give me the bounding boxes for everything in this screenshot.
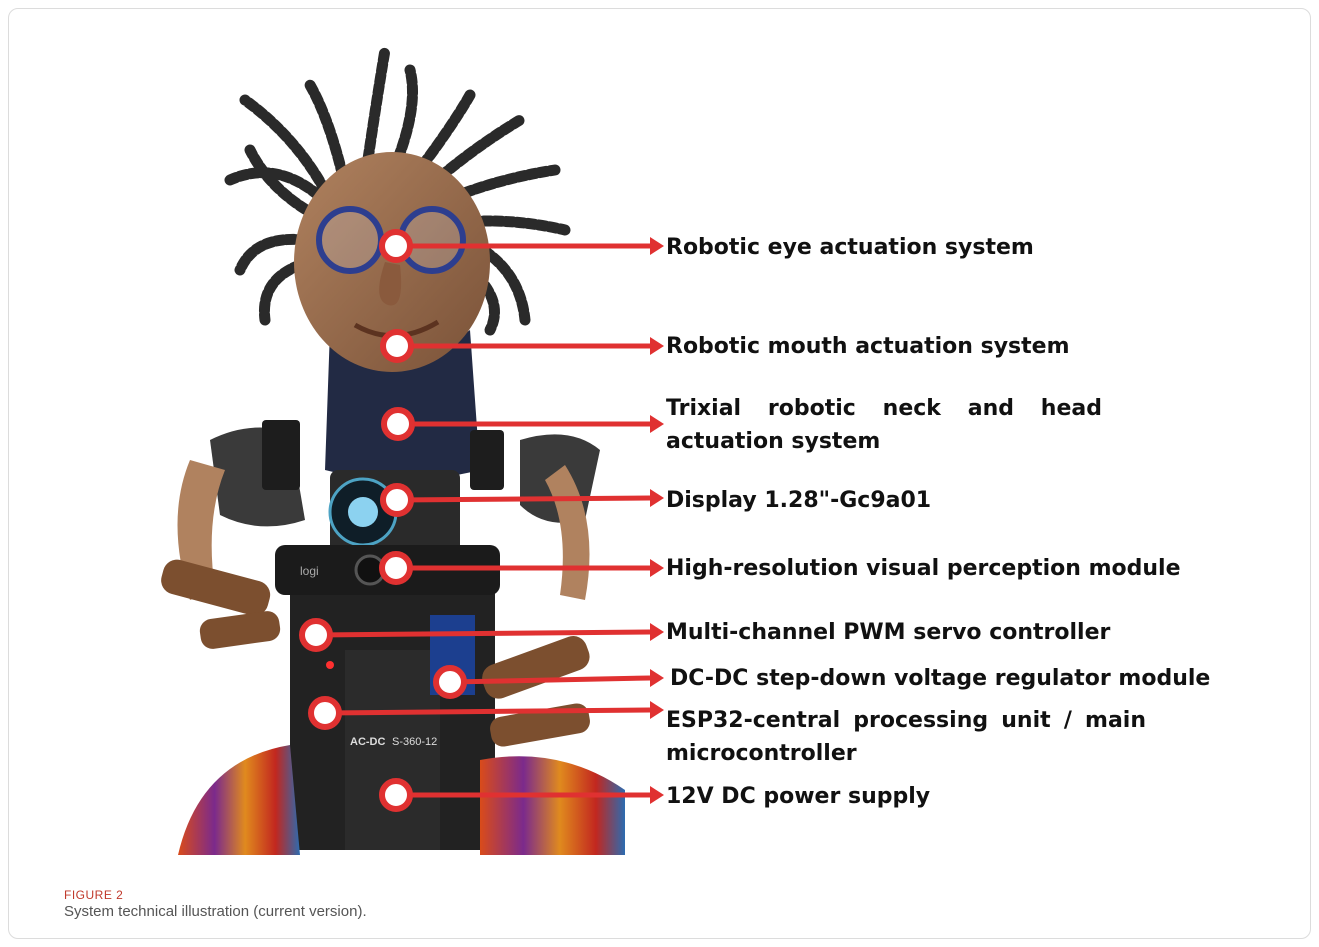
figure-label: FIGURE 2: [64, 888, 123, 902]
callout-camera: High-resolution visual perception module: [666, 552, 1181, 585]
callout-eye: Robotic eye actuation system: [666, 231, 1034, 264]
callout-marker-camera: [382, 554, 410, 582]
callout-psu: 12V DC power supply: [666, 780, 930, 813]
callout-marker-mouth: [383, 332, 411, 360]
callout-line-display: [397, 498, 650, 500]
callout-arrowhead-dcdc: [650, 669, 664, 687]
psu-model-text: S-360-12: [392, 736, 437, 748]
callout-arrowhead-neck: [650, 415, 664, 433]
callout-marker-psu: [382, 781, 410, 809]
callout-neck: Trixial robotic neck and head actuation …: [666, 392, 1102, 458]
psu-brand-text: AC-DC: [350, 736, 385, 748]
webcam-brand-text: logi: [300, 564, 319, 578]
callout-marker-pwm: [302, 621, 330, 649]
callout-mouth: Robotic mouth actuation system: [666, 330, 1070, 363]
callout-marker-esp32: [311, 699, 339, 727]
callout-arrowhead-pwm: [650, 623, 664, 641]
callout-marker-neck: [384, 410, 412, 438]
callout-marker-display: [383, 486, 411, 514]
patterned-wrap: [178, 745, 300, 855]
callout-pwm: Multi-channel PWM servo controller: [666, 616, 1110, 649]
callout-marker-eye: [382, 232, 410, 260]
callout-arrowhead-camera: [650, 559, 664, 577]
callout-arrowhead-psu: [650, 786, 664, 804]
callout-dcdc: DC-DC step-down voltage regulator module: [670, 662, 1210, 695]
callout-arrowhead-display: [650, 489, 664, 507]
psu-board: [345, 650, 440, 850]
callout-arrowhead-esp32: [650, 701, 664, 719]
callout-esp32: ESP32-central processing unit / main mic…: [666, 704, 1146, 770]
callout-arrowhead-eye: [650, 237, 664, 255]
callout-arrowhead-mouth: [650, 337, 664, 355]
callout-display: Display 1.28"-Gc9a01: [666, 484, 931, 517]
callout-line-pwm: [316, 632, 650, 635]
callout-line-esp32: [325, 710, 650, 713]
callout-marker-dcdc: [436, 668, 464, 696]
figure-caption: System technical illustration (current v…: [64, 903, 367, 920]
